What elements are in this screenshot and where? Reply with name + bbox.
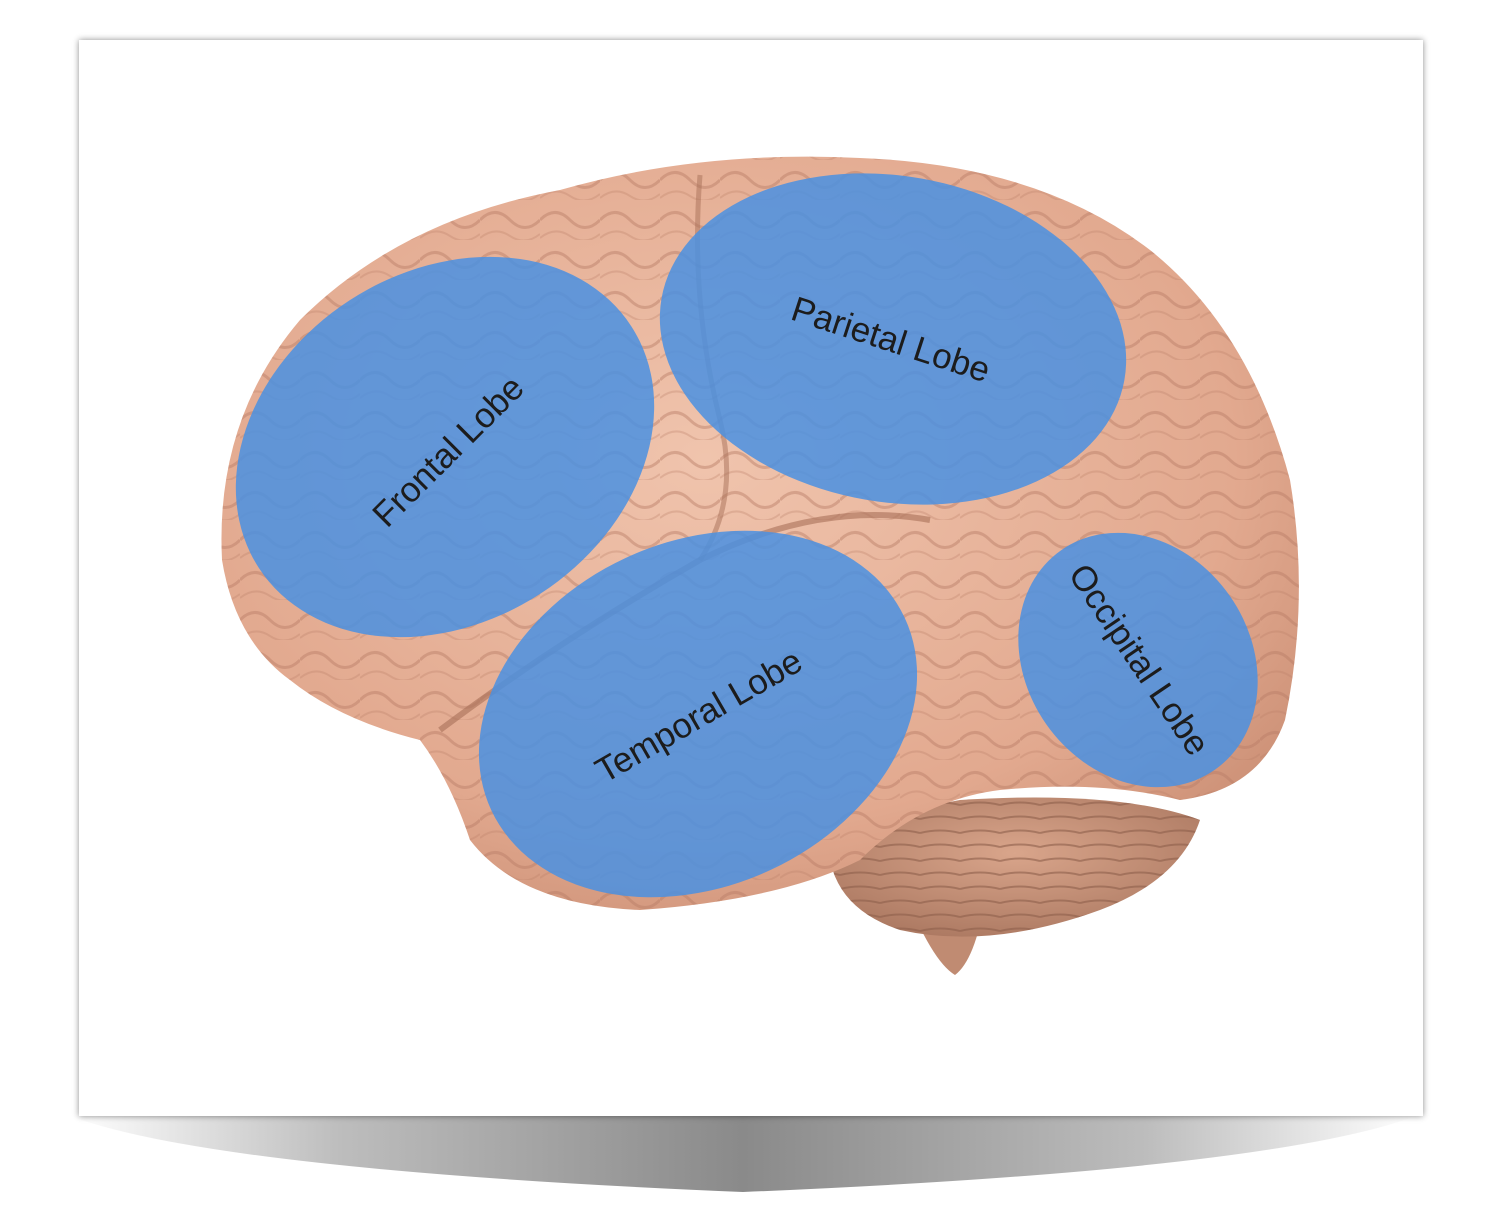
frontal-lobe-region	[235, 256, 655, 638]
temporal-lobe-region	[478, 530, 918, 898]
card-reflection-shadow	[70, 1110, 1416, 1192]
cerebellum	[830, 797, 1200, 937]
occipital-lobe-region	[1018, 532, 1258, 788]
parietal-lobe-region	[659, 173, 1127, 505]
